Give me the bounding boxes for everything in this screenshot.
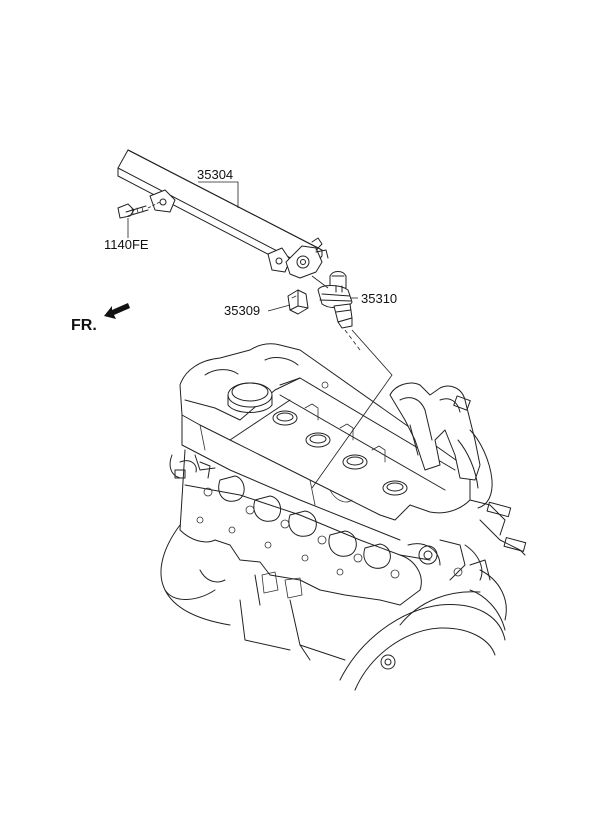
leader-clip [267,304,291,312]
side-ports [196,475,400,579]
front-label: FR. [71,317,97,334]
bolt [117,201,161,219]
label-clip: 35309 [224,303,260,318]
front-arrow-icon [104,303,130,319]
clip [287,289,309,315]
engine-assembly [160,343,527,691]
intake-manifold [389,382,493,509]
label-fuel-rail: 35304 [197,167,233,182]
valve-cover [179,343,471,541]
fuel-rail [117,149,329,279]
leader-fuel-rail [198,181,239,208]
injector [317,271,361,351]
guide-line-rail-flange [311,275,329,289]
guide-line-injector-port [311,329,393,489]
front-direction-indicator: FR. [71,303,130,334]
label-injector: 35310 [361,291,397,306]
label-bolt: 1140FE [104,237,149,252]
